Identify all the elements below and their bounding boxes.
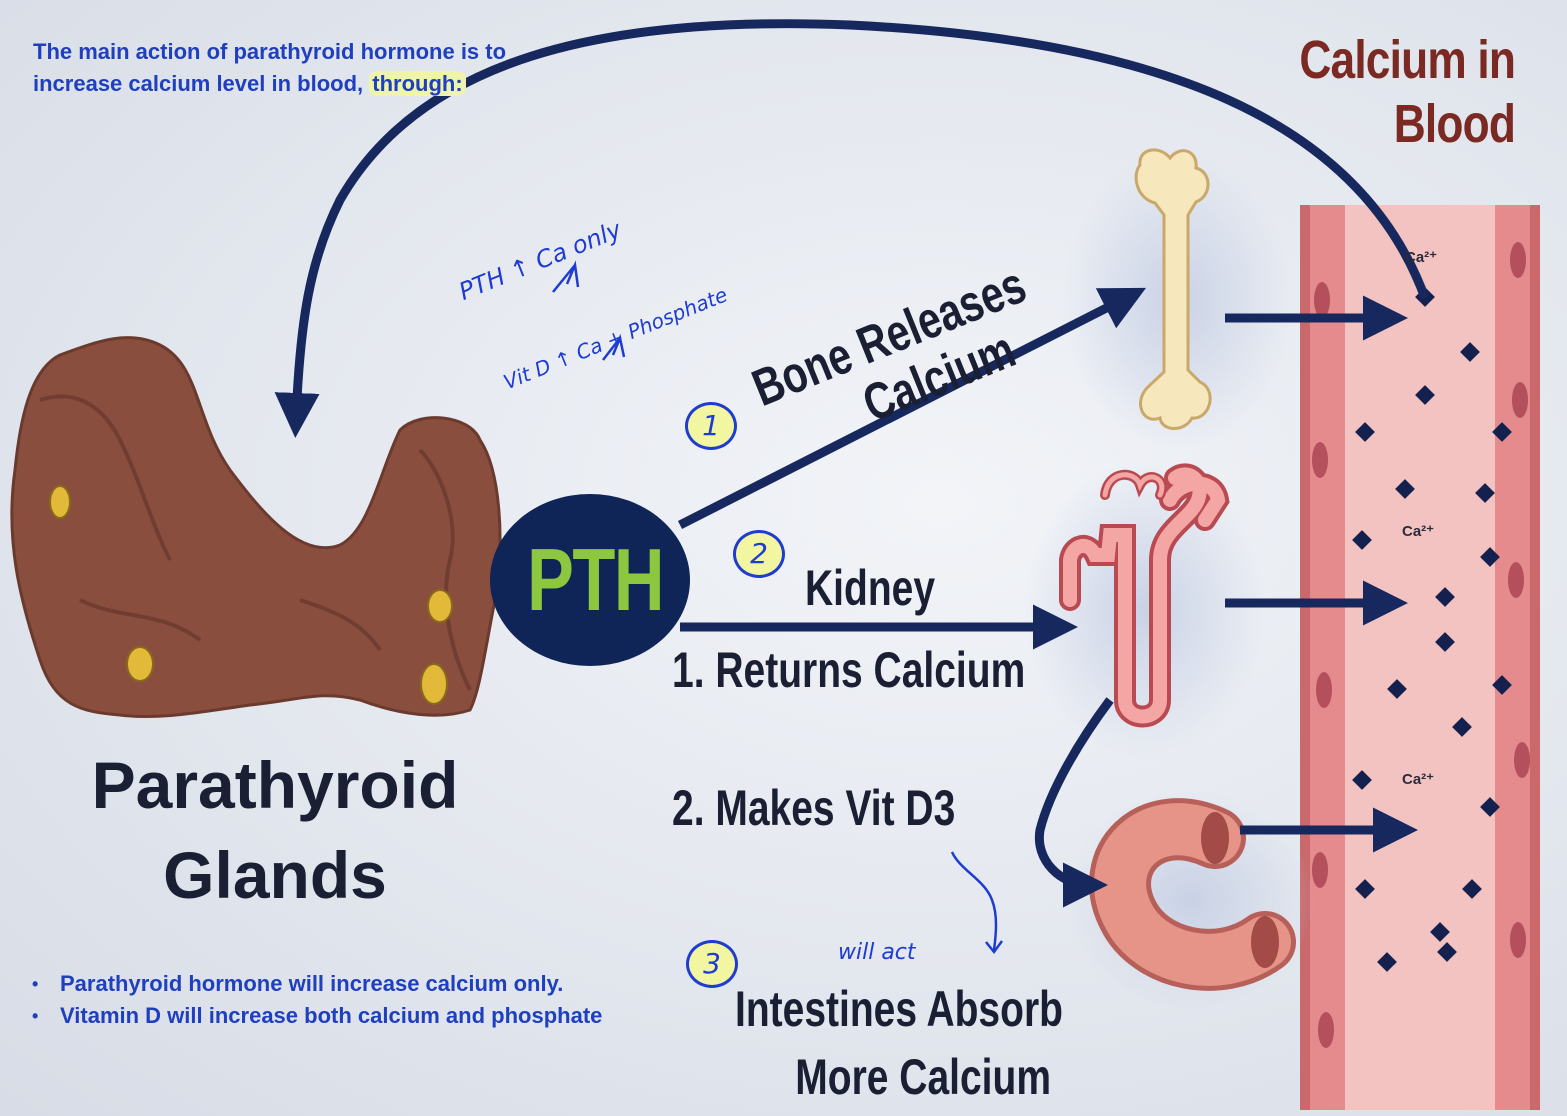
bullet-item: Parathyroid hormone will increase calciu… (30, 968, 610, 1000)
kidney-label: Kidney (805, 560, 935, 616)
glands-title-line2: Glands (40, 830, 510, 920)
step-number-3: 3 (686, 940, 738, 988)
calcium-in-blood-title: Calcium in Blood (1299, 28, 1515, 156)
bullet-item: Vitamin D will increase both calcium and… (30, 1000, 610, 1032)
step-number-2: 2 (733, 530, 785, 578)
blood-title-line2: Blood (1299, 92, 1515, 156)
summary-bullets: Parathyroid hormone will increase calciu… (30, 968, 610, 1032)
calcium-ion-label-3: Ca²⁺ (1402, 770, 1434, 788)
intestine-label-line1: Intestines Absorb (735, 975, 1063, 1043)
handwritten-note-will-act: will act (838, 940, 916, 965)
intro-text: The main action of parathyroid hormone i… (33, 36, 553, 100)
intestines-absorb-label: Intestines Absorb More Calcium (735, 975, 1063, 1111)
intestine-label-line2: More Calcium (735, 1043, 1063, 1111)
pth-label: PTH (527, 530, 663, 630)
blood-vessel (1300, 205, 1540, 1110)
will-act-arrow (952, 852, 996, 950)
makes-vit-d3-label: 2. Makes Vit D3 (672, 780, 955, 836)
parathyroid-gland-illustration (12, 338, 500, 717)
returns-calcium-label: 1. Returns Calcium (672, 642, 1025, 698)
glands-title-line1: Parathyroid (40, 740, 510, 830)
calcium-ion-label-2: Ca²⁺ (1402, 522, 1434, 540)
blood-title-line1: Calcium in (1299, 28, 1515, 92)
step-number-1: 1 (685, 402, 737, 450)
intro-highlight: through: (369, 71, 465, 96)
parathyroid-glands-title: Parathyroid Glands (40, 740, 510, 920)
calcium-ion-label-1: Ca²⁺ (1405, 248, 1437, 266)
